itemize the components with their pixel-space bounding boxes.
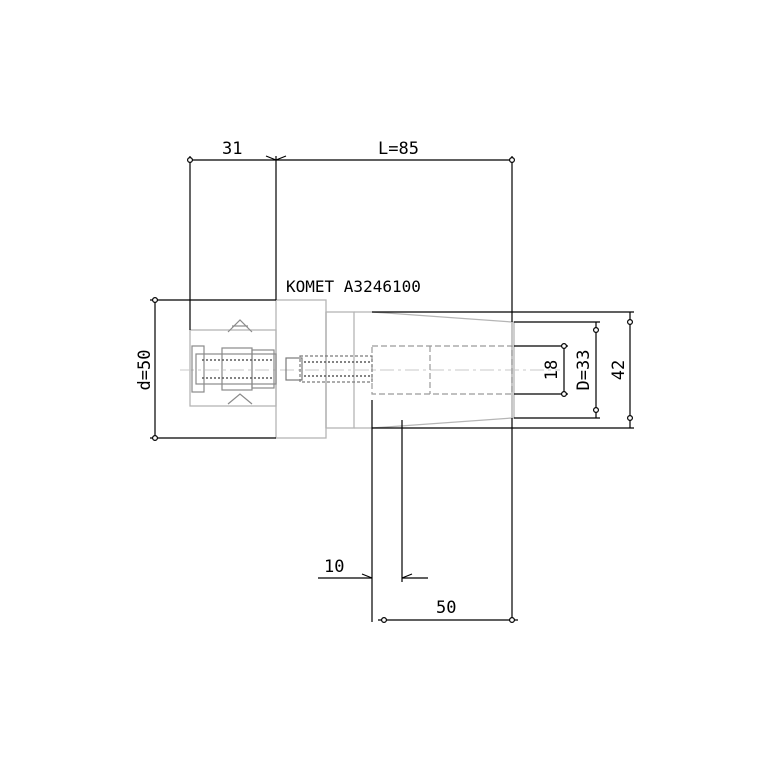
screw-head — [285, 357, 303, 381]
dimension-terminators — [152, 157, 633, 623]
shank-block — [189, 329, 277, 407]
dim-label-d33: D=33 — [574, 350, 594, 391]
dim-label-l85: L=85 — [378, 139, 419, 159]
dimension-lines — [150, 155, 634, 622]
key-bottom — [227, 393, 253, 405]
key-top — [227, 319, 253, 333]
pull-stud-right — [251, 349, 275, 389]
screw-hatching — [202, 359, 370, 379]
internal-features — [191, 319, 513, 405]
dim-label-10: 10 — [324, 557, 344, 577]
dim-label-31: 31 — [222, 139, 242, 159]
pull-stud-left — [191, 345, 205, 393]
dim-label-18: 18 — [542, 360, 562, 380]
draw-bar — [195, 353, 277, 385]
dim-label-d50: d=50 — [135, 350, 155, 391]
dim-label-42: 42 — [609, 360, 629, 380]
dim-label-50: 50 — [436, 598, 456, 618]
flange-collar — [275, 299, 327, 439]
clamp-screw — [299, 355, 373, 383]
part-label: KOMET A3246100 — [286, 277, 421, 296]
